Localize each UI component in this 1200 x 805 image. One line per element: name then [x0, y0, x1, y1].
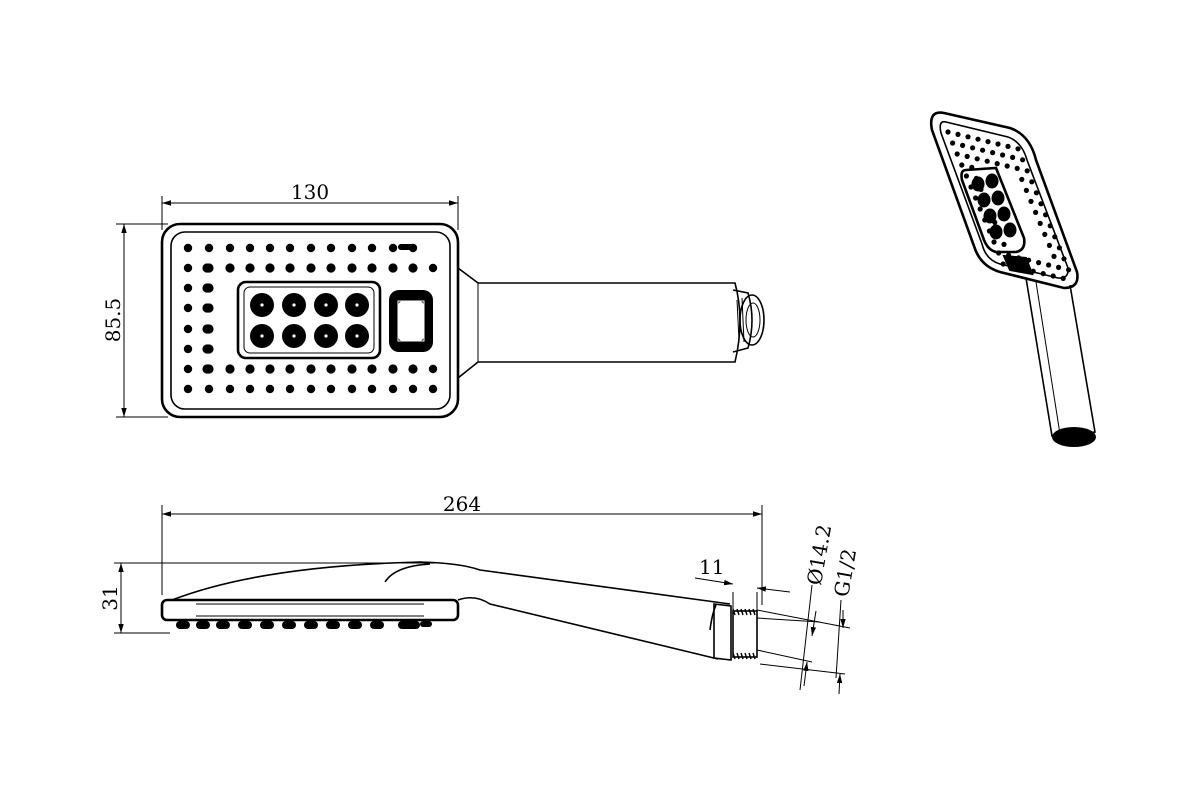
nozzle-dot	[306, 384, 316, 394]
nozzle-dot	[428, 263, 438, 273]
side-connector-end	[713, 603, 732, 661]
perspective-connector	[1052, 427, 1096, 447]
side-nozzle	[216, 621, 230, 629]
side-head-plate	[160, 598, 460, 622]
nozzle-dot	[367, 263, 377, 273]
height-dimension-label: 85.5	[101, 298, 125, 343]
side-view: 264 31 11	[98, 492, 861, 695]
nozzle-dot	[388, 384, 398, 394]
front-view: 130 85.5	[101, 180, 765, 419]
side-nozzle	[238, 621, 252, 629]
nozzle-dot	[408, 263, 418, 273]
nozzle-dot	[183, 243, 193, 253]
side-nozzle	[260, 621, 274, 629]
connector-nut	[732, 289, 753, 353]
nozzle-dot	[408, 364, 418, 374]
side-nozzle	[176, 621, 190, 629]
nozzle-dot	[326, 384, 336, 394]
perspective-handle	[1025, 277, 1096, 437]
nozzle-dot	[388, 263, 398, 273]
perspective-mode-switch	[1002, 254, 1034, 276]
side-nozzle	[282, 621, 296, 629]
nozzle-dot	[306, 364, 316, 374]
nozzle-dot	[306, 243, 316, 253]
nozzle-dot	[326, 263, 336, 273]
nozzle-dot	[183, 364, 193, 374]
nozzle-dot	[183, 344, 193, 354]
side-nozzle	[326, 621, 340, 629]
side-nozzle	[398, 621, 420, 629]
nozzle-dot	[367, 243, 377, 253]
side-nozzle	[370, 621, 384, 629]
handle-outline	[457, 267, 741, 379]
perspective-head	[929, 111, 1079, 290]
nozzle-dot	[388, 243, 398, 253]
nozzle-dot	[367, 384, 377, 394]
nozzle-dot	[347, 384, 357, 394]
nozzle-dot	[183, 384, 193, 394]
thread-label: G1/2	[829, 547, 861, 599]
head-inner-outline	[170, 231, 451, 410]
nozzle-dot	[245, 263, 255, 273]
nozzle-dot	[183, 303, 193, 313]
spray-nozzles	[183, 243, 438, 394]
nozzle-dot	[225, 364, 235, 374]
nozzle-dot	[183, 263, 193, 273]
nozzle-dot	[183, 324, 193, 334]
nozzle-dot	[245, 384, 255, 394]
nozzle-dot	[347, 364, 357, 374]
diameter-label: Ø14.2	[802, 523, 836, 587]
nozzle-dot	[428, 384, 438, 394]
massage-jet-panel	[236, 280, 382, 360]
nozzle-dot	[265, 263, 275, 273]
side-nozzle	[304, 621, 318, 629]
side-nozzle	[348, 621, 362, 629]
nozzle-dot	[285, 243, 295, 253]
thickness-dimension-label: 31	[98, 585, 122, 610]
nozzle-dot	[204, 243, 214, 253]
nozzle-dot	[388, 364, 398, 374]
perspective-view	[929, 111, 1096, 447]
nozzle-dot	[265, 243, 275, 253]
nozzle-dot	[183, 283, 193, 293]
side-nozzles	[176, 621, 432, 629]
massage-jets	[250, 293, 369, 348]
side-bottom-profile	[457, 596, 719, 660]
nozzle-dot	[367, 364, 377, 374]
nozzle-dot	[265, 384, 275, 394]
head-outline	[160, 222, 460, 419]
nozzle-dot	[306, 263, 316, 273]
nozzle-dot	[347, 263, 357, 273]
nozzle-dot	[204, 384, 214, 394]
length-dimension-label: 264	[443, 492, 481, 516]
nozzle-dot	[225, 263, 235, 273]
nozzle-dot	[285, 263, 295, 273]
nozzle-dot	[245, 243, 255, 253]
thread-length-label: 11	[699, 555, 724, 579]
nozzle-dot	[347, 243, 357, 253]
nozzle-dot	[285, 364, 295, 374]
side-top-profile	[171, 561, 731, 605]
nozzle-dot	[225, 384, 235, 394]
nozzle-dot	[245, 364, 255, 374]
perspective-jet-panel	[960, 166, 1026, 254]
nozzle-dot	[225, 243, 235, 253]
nozzle-dot	[428, 364, 438, 374]
nozzle-dot	[326, 243, 336, 253]
width-dimension-label: 130	[291, 180, 329, 204]
threaded-fitting	[732, 610, 758, 658]
side-nozzle	[196, 621, 210, 629]
nozzle-dot	[408, 384, 418, 394]
nozzle-dot	[326, 364, 336, 374]
nozzle-dot	[285, 384, 295, 394]
nozzle-dot	[265, 364, 275, 374]
